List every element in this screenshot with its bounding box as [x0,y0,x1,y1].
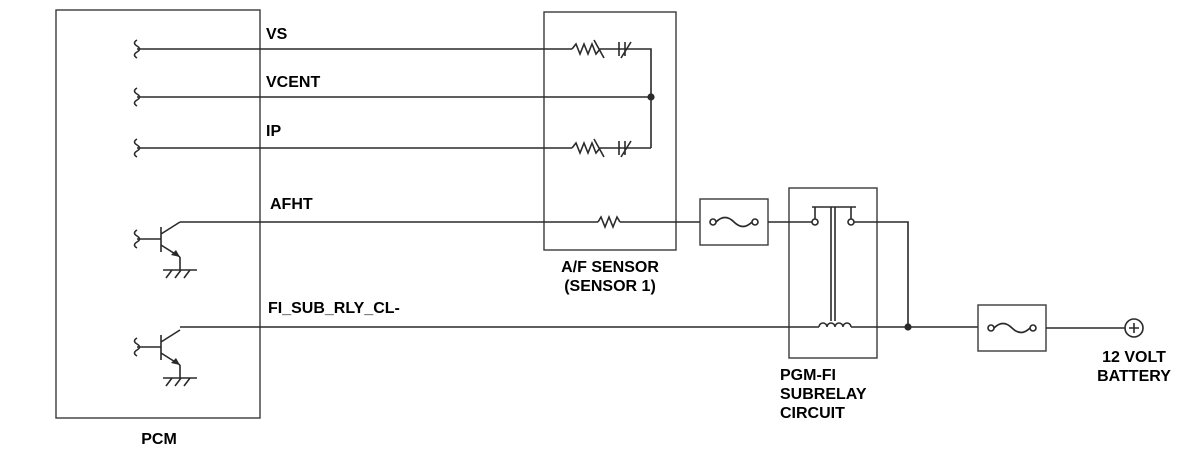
relay-switch-icon [811,206,909,327]
ip-variable-resistor-icon [571,138,608,158]
vs-cell-icon [608,41,632,59]
subrelay-label-3: CIRCUIT [780,405,845,422]
afht-ground-icon [163,257,197,279]
vcent-label: VCENT [266,74,320,91]
vcent-junction-dot [647,93,655,101]
af-sensor-label-1: A/F SENSOR [561,259,659,276]
vs-line [133,39,652,148]
battery-junction-dot [904,323,912,331]
afht-label: AFHT [270,196,313,213]
vs-label: VS [266,26,288,43]
vcent-line [133,87,655,107]
vs-variable-resistor-icon [571,39,608,59]
ip-cell-icon [608,140,632,158]
fuse-1-icon [699,198,769,246]
subrelay-box [788,187,878,359]
pcm-box [55,9,261,419]
pcm-label: PCM [141,431,177,448]
ip-line [133,138,651,158]
battery-label-2: BATTERY [1097,368,1171,385]
battery-label-1: 12 VOLT [1102,349,1166,366]
subrelay-label-1: PGM-FI [780,367,836,384]
afht-line [180,214,700,230]
af-sensor-box [543,11,677,251]
fi-sub-rly-ground-icon [163,365,197,387]
fuse-2-icon [977,304,1047,352]
afht-transistor-icon [133,221,197,279]
fi-sub-rly-transistor-icon [133,329,197,387]
relay-coil-icon [818,322,852,328]
af-sensor-label-2: (SENSOR 1) [564,278,656,295]
fi-sub-rly-line [180,323,978,331]
ip-label: IP [266,123,281,140]
battery-icon [1124,318,1144,338]
fi-sub-rly-label: FI_SUB_RLY_CL- [268,300,400,317]
relay-armature [830,207,836,321]
subrelay-label-2: SUBRELAY [780,386,867,403]
heater-resistor-icon [597,214,621,230]
